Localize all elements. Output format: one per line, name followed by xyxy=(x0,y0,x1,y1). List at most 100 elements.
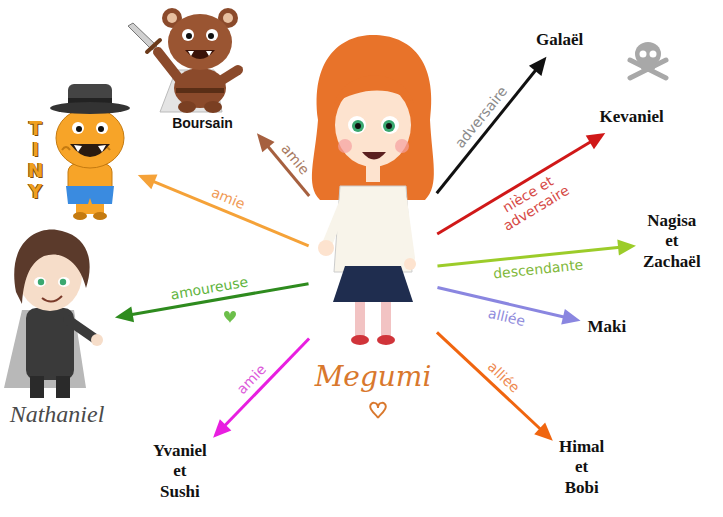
bear-figure xyxy=(168,14,232,70)
megumi-figure xyxy=(381,116,399,134)
tiny-figure xyxy=(66,186,114,204)
nathaniel-figure xyxy=(30,376,44,398)
bear-figure xyxy=(174,68,226,108)
name-label: Galaël xyxy=(536,30,583,50)
bear-figure xyxy=(208,33,214,39)
megumi-figure xyxy=(318,240,334,256)
bear-figure xyxy=(182,29,194,41)
tiny-figure xyxy=(50,102,130,114)
heart-outline xyxy=(370,403,386,418)
figure-label: Megumi xyxy=(315,360,432,393)
bear-figure xyxy=(223,13,233,23)
relation-label: descendante xyxy=(492,256,584,281)
tiny-figure xyxy=(72,122,84,134)
tiny-figure xyxy=(74,145,106,152)
megumi-figure xyxy=(402,200,410,258)
bear-figure xyxy=(176,88,224,93)
megumi-figure xyxy=(377,335,395,345)
tiny-figure xyxy=(56,108,124,168)
skull-icon xyxy=(640,51,647,58)
name-label: Kevaniel xyxy=(600,107,664,127)
arrow-head xyxy=(561,309,580,325)
character-figure: TINY xyxy=(20,78,135,222)
tiny-figure xyxy=(98,126,104,132)
arrow-head xyxy=(529,57,547,76)
skull-icon xyxy=(630,60,666,78)
bear-figure xyxy=(185,50,215,59)
nathaniel-figure xyxy=(4,229,103,398)
nathaniel-figure xyxy=(14,229,89,304)
megumi-figure xyxy=(404,258,416,270)
megumi-figure xyxy=(352,120,364,132)
heart-icon xyxy=(224,311,236,323)
skull-icon xyxy=(641,62,655,70)
megumi-figure xyxy=(334,75,414,104)
megumi-figure xyxy=(338,139,352,153)
figure-label: TINY xyxy=(26,118,45,202)
relation-label: amie xyxy=(278,141,313,178)
relation-arrow xyxy=(437,332,553,440)
megumi-figure xyxy=(381,302,391,336)
nathaniel-figure xyxy=(56,376,70,398)
bear-figure xyxy=(204,101,222,113)
bear-figure xyxy=(188,51,212,56)
megumi-figure xyxy=(355,302,365,336)
arrow-head xyxy=(115,306,134,322)
nathaniel-figure xyxy=(60,279,66,285)
megumi-figure xyxy=(383,120,395,132)
arrow-head xyxy=(586,133,606,149)
megumi-figure xyxy=(351,335,369,345)
bear-figure xyxy=(222,70,238,80)
arrow-line xyxy=(224,339,309,427)
arrow-head xyxy=(534,423,553,441)
megumi-figure xyxy=(355,123,361,129)
name-label: Himal et Bobi xyxy=(559,437,604,498)
name-label: Nagisa et Zachaël xyxy=(643,211,701,272)
relation-label: adversaire xyxy=(452,83,511,151)
name-label: Maki xyxy=(588,317,627,337)
nathaniel-figure xyxy=(68,320,94,338)
relation-label: alliée xyxy=(486,305,526,329)
relation-label: amie xyxy=(209,184,247,212)
nathaniel-figure xyxy=(34,277,46,287)
character-name: Yvaniel et Sushi xyxy=(149,437,211,507)
megumi-figure xyxy=(386,123,392,129)
character-name: Nagisa et Zachaël xyxy=(639,207,705,277)
megumi-figure xyxy=(395,139,409,153)
figure-label: Boursain xyxy=(172,115,233,131)
megumi-figure xyxy=(312,35,434,200)
arrow-head xyxy=(257,133,275,152)
relation-label: alliée xyxy=(485,358,523,395)
arrow-line xyxy=(153,181,309,246)
bear-figure xyxy=(167,13,177,23)
character-name: Maki xyxy=(584,313,631,342)
nathaniel-figure xyxy=(42,296,62,302)
tiny-figure xyxy=(70,144,110,157)
figure-label: Nathaniel xyxy=(10,401,105,428)
arrow-head xyxy=(617,240,636,256)
heart-outline xyxy=(370,403,386,418)
megumi-figure xyxy=(328,198,346,242)
tiny-figure xyxy=(93,212,107,220)
tiny-figure xyxy=(76,126,82,132)
character-figure: Nathaniel xyxy=(2,225,112,430)
tiny-figure xyxy=(96,122,108,134)
arrow-head xyxy=(213,419,231,438)
bear-figure xyxy=(186,33,192,39)
arrow-line xyxy=(437,332,541,429)
skull-icon xyxy=(630,42,666,78)
skull-icon xyxy=(650,51,657,58)
heart-icon xyxy=(224,311,236,323)
central-character: Megumi xyxy=(311,150,436,395)
nathaniel-figure xyxy=(58,277,70,287)
relation-label: amie xyxy=(234,361,270,397)
character-figure: Boursain xyxy=(150,3,255,133)
megumi-figure xyxy=(362,152,386,160)
relation-arrow xyxy=(213,339,309,438)
bear-figure xyxy=(206,29,218,41)
